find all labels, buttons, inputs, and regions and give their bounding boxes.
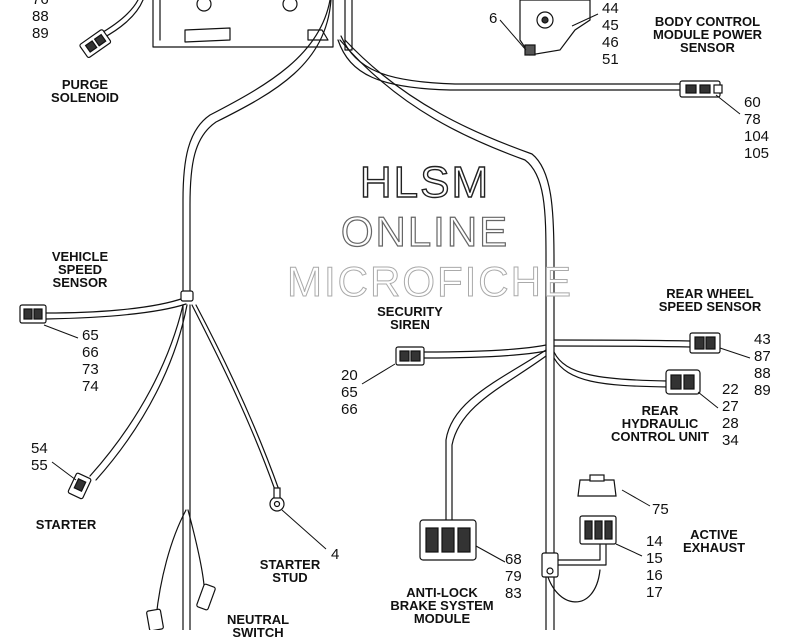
leader-54 xyxy=(51,461,77,481)
rear-wheel-speed-sensor-label: REAR WHEEL SPEED SENSOR xyxy=(658,286,762,314)
anti-lock-brake-system-module-label: ANTI-LOCK BRAKE SYSTEM MODULE xyxy=(390,585,494,626)
neutral-switch-label: NEUTRAL SWITCH xyxy=(226,612,290,640)
leader-4 xyxy=(281,509,327,550)
leader-68 xyxy=(475,545,506,563)
vehicle-speed-sensor-refs: 65 66 73 74 xyxy=(82,327,99,395)
rear-hydraulic-control-unit-label: REAR HYDRAULIC CONTROL UNIT xyxy=(611,403,709,444)
rear-wheel-speed-sensor-refs: 43 87 88 89 xyxy=(754,331,771,399)
starter-stud-terminal[interactable] xyxy=(269,487,285,512)
leader-43 xyxy=(719,347,751,359)
bcm-refs: 44 45 46 51 xyxy=(602,0,619,68)
active-exhaust-refs: 14 15 16 17 xyxy=(646,533,663,601)
bcm-ref-6: 6 xyxy=(489,10,498,27)
vss-wire xyxy=(45,297,187,320)
active-exhaust-cap-ref: 75 xyxy=(652,501,669,518)
rear-wheel-speed-sensor-connector[interactable] xyxy=(689,332,721,354)
starter-connector[interactable] xyxy=(67,472,92,500)
active-exhaust-connector[interactable] xyxy=(579,515,617,545)
rear-hydraulic-control-unit-refs: 22 27 28 34 xyxy=(722,381,739,449)
leader-75 xyxy=(621,489,651,507)
vehicle-speed-sensor-label: VEHICLE SPEED SENSOR xyxy=(51,249,109,290)
watermark-line-1: HLSM xyxy=(359,157,491,207)
starter-label: STARTER xyxy=(35,517,97,532)
bcm-sensor[interactable] xyxy=(519,0,591,56)
harness-clip xyxy=(180,290,194,302)
anti-lock-brake-module-connector[interactable] xyxy=(419,519,477,561)
leader-20 xyxy=(361,363,396,385)
purge-solenoid-connector[interactable] xyxy=(79,29,112,59)
security-siren-refs: 20 65 66 xyxy=(341,367,358,418)
abs-wire xyxy=(445,349,547,521)
vehicle-speed-sensor-connector[interactable] xyxy=(19,304,47,324)
rear-hydraulic-control-unit-connector[interactable] xyxy=(665,369,701,395)
starter-stud-ref: 4 xyxy=(331,546,340,563)
connector-60-refs: 60 78 104 105 xyxy=(744,94,770,162)
leader-65 xyxy=(43,324,79,339)
leader-6 xyxy=(499,19,527,51)
exhaust-wire xyxy=(545,544,607,603)
leader-60 xyxy=(715,94,741,115)
bcm-power-sensor-label: BODY CONTROL MODULE POWER SENSOR xyxy=(652,14,763,55)
rwss-wire xyxy=(553,339,691,348)
main-harness-trunk xyxy=(182,0,332,291)
main-down-wire xyxy=(182,304,191,630)
security-siren-connector[interactable] xyxy=(395,346,425,366)
starter-stud-label: STARTER STUD xyxy=(259,557,321,585)
right-vertical-trunk xyxy=(339,39,555,630)
active-exhaust-label: ACTIVE EXHAUST xyxy=(682,527,746,555)
right-upper-harness xyxy=(337,35,681,91)
rhcu-wire xyxy=(553,351,669,388)
trunk-clip xyxy=(541,552,559,578)
security-siren-label: SECURITY SIREN xyxy=(377,304,443,332)
connector-60[interactable] xyxy=(679,80,723,98)
neutral-wire xyxy=(155,509,205,619)
leader-14 xyxy=(615,543,643,557)
watermark-line-2: ONLINE xyxy=(340,207,510,255)
watermark-line-3: MICROFICHE xyxy=(287,258,573,306)
active-exhaust-cap[interactable] xyxy=(577,474,617,497)
leader-22 xyxy=(697,391,719,409)
anti-lock-brake-module-refs: 68 79 83 xyxy=(505,551,522,602)
starter-wire xyxy=(89,304,188,481)
purge-solenoid-refs: 76 88 89 xyxy=(32,0,49,42)
leader-44 xyxy=(571,13,599,27)
siren-wire xyxy=(423,344,547,359)
stud-wire xyxy=(191,304,280,491)
starter-refs: 54 55 xyxy=(31,440,48,474)
